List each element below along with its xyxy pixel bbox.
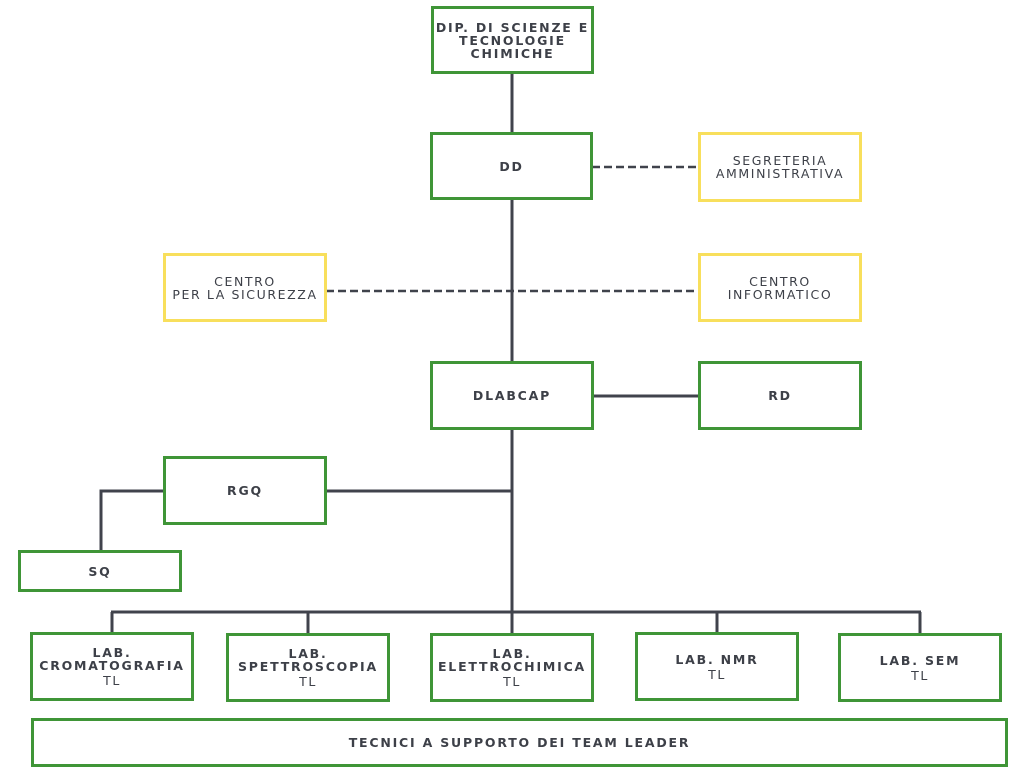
node-lab-elettrochimica: LAB. ELETTROCHIMICA TL: [430, 633, 594, 702]
node-role-label: TL: [103, 673, 121, 688]
node-label-line: DIP. DI SCIENZE E: [435, 19, 590, 35]
node-role-label: TL: [708, 666, 726, 682]
node-label-line: LAB. SEM: [879, 652, 961, 668]
node-label-line: CENTRO: [749, 273, 811, 289]
node-centro-sicurezza: CENTRO PER LA SICUREZZA: [163, 253, 327, 322]
node-label-line: CENTRO: [214, 273, 276, 289]
node-role-label: TL: [911, 667, 929, 683]
node-label-line: SEGRETERIA: [732, 153, 828, 168]
node-segreteria-amministrativa: SEGRETERIA AMMINISTRATIVA: [698, 132, 862, 202]
node-lab-nmr: LAB. NMR TL: [635, 632, 799, 701]
node-lab-spettroscopia: LAB. SPETTROSCOPIA TL: [226, 633, 390, 702]
node-rd: RD: [698, 361, 862, 430]
node-lab-sem: LAB. SEM TL: [838, 633, 1002, 702]
node-label: RGQ: [227, 483, 263, 498]
node-sq: SQ: [18, 550, 182, 592]
node-label-line: LAB.: [92, 645, 132, 660]
node-tecnici-supporto: TECNICI A SUPPORTO DEI TEAM LEADER: [31, 718, 1008, 767]
node-label-line: LAB.: [288, 646, 328, 661]
node-label-line: TECNOLOGIE: [459, 32, 566, 48]
node-label: TECNICI A SUPPORTO DEI TEAM LEADER: [348, 735, 691, 750]
node-label: RD: [768, 388, 792, 403]
node-rgq: RGQ: [163, 456, 327, 525]
node-label-line: AMMINISTRATIVA: [715, 166, 845, 181]
node-dlabcap: DLABCAP: [430, 361, 594, 430]
node-label-line: PER LA SICUREZZA: [172, 286, 318, 302]
node-dip-scienze-tecnologie-chimiche: DIP. DI SCIENZE E TECNOLOGIE CHIMICHE: [431, 6, 594, 74]
node-role-label: TL: [503, 674, 521, 689]
node-label-line: SPETTROSCOPIA: [238, 659, 378, 674]
node-label-line: ELETTROCHIMICA: [437, 659, 587, 674]
node-dd: DD: [430, 132, 593, 200]
node-label: SQ: [88, 563, 112, 579]
node-label: DLABCAP: [472, 388, 552, 403]
node-label-line: INFORMATICO: [727, 286, 833, 302]
node-role-label: TL: [299, 674, 317, 689]
node-label: DD: [499, 158, 524, 174]
node-label-line: CROMATOGRAFIA: [39, 658, 185, 673]
node-label-line: CHIMICHE: [470, 45, 555, 61]
connector-rgq-sq: [99, 489, 164, 552]
node-label-line: LAB.: [492, 646, 532, 661]
node-lab-cromatografia: LAB. CROMATOGRAFIA TL: [30, 632, 194, 701]
node-label-line: LAB. NMR: [675, 651, 759, 667]
node-centro-informatico: CENTRO INFORMATICO: [698, 253, 862, 322]
